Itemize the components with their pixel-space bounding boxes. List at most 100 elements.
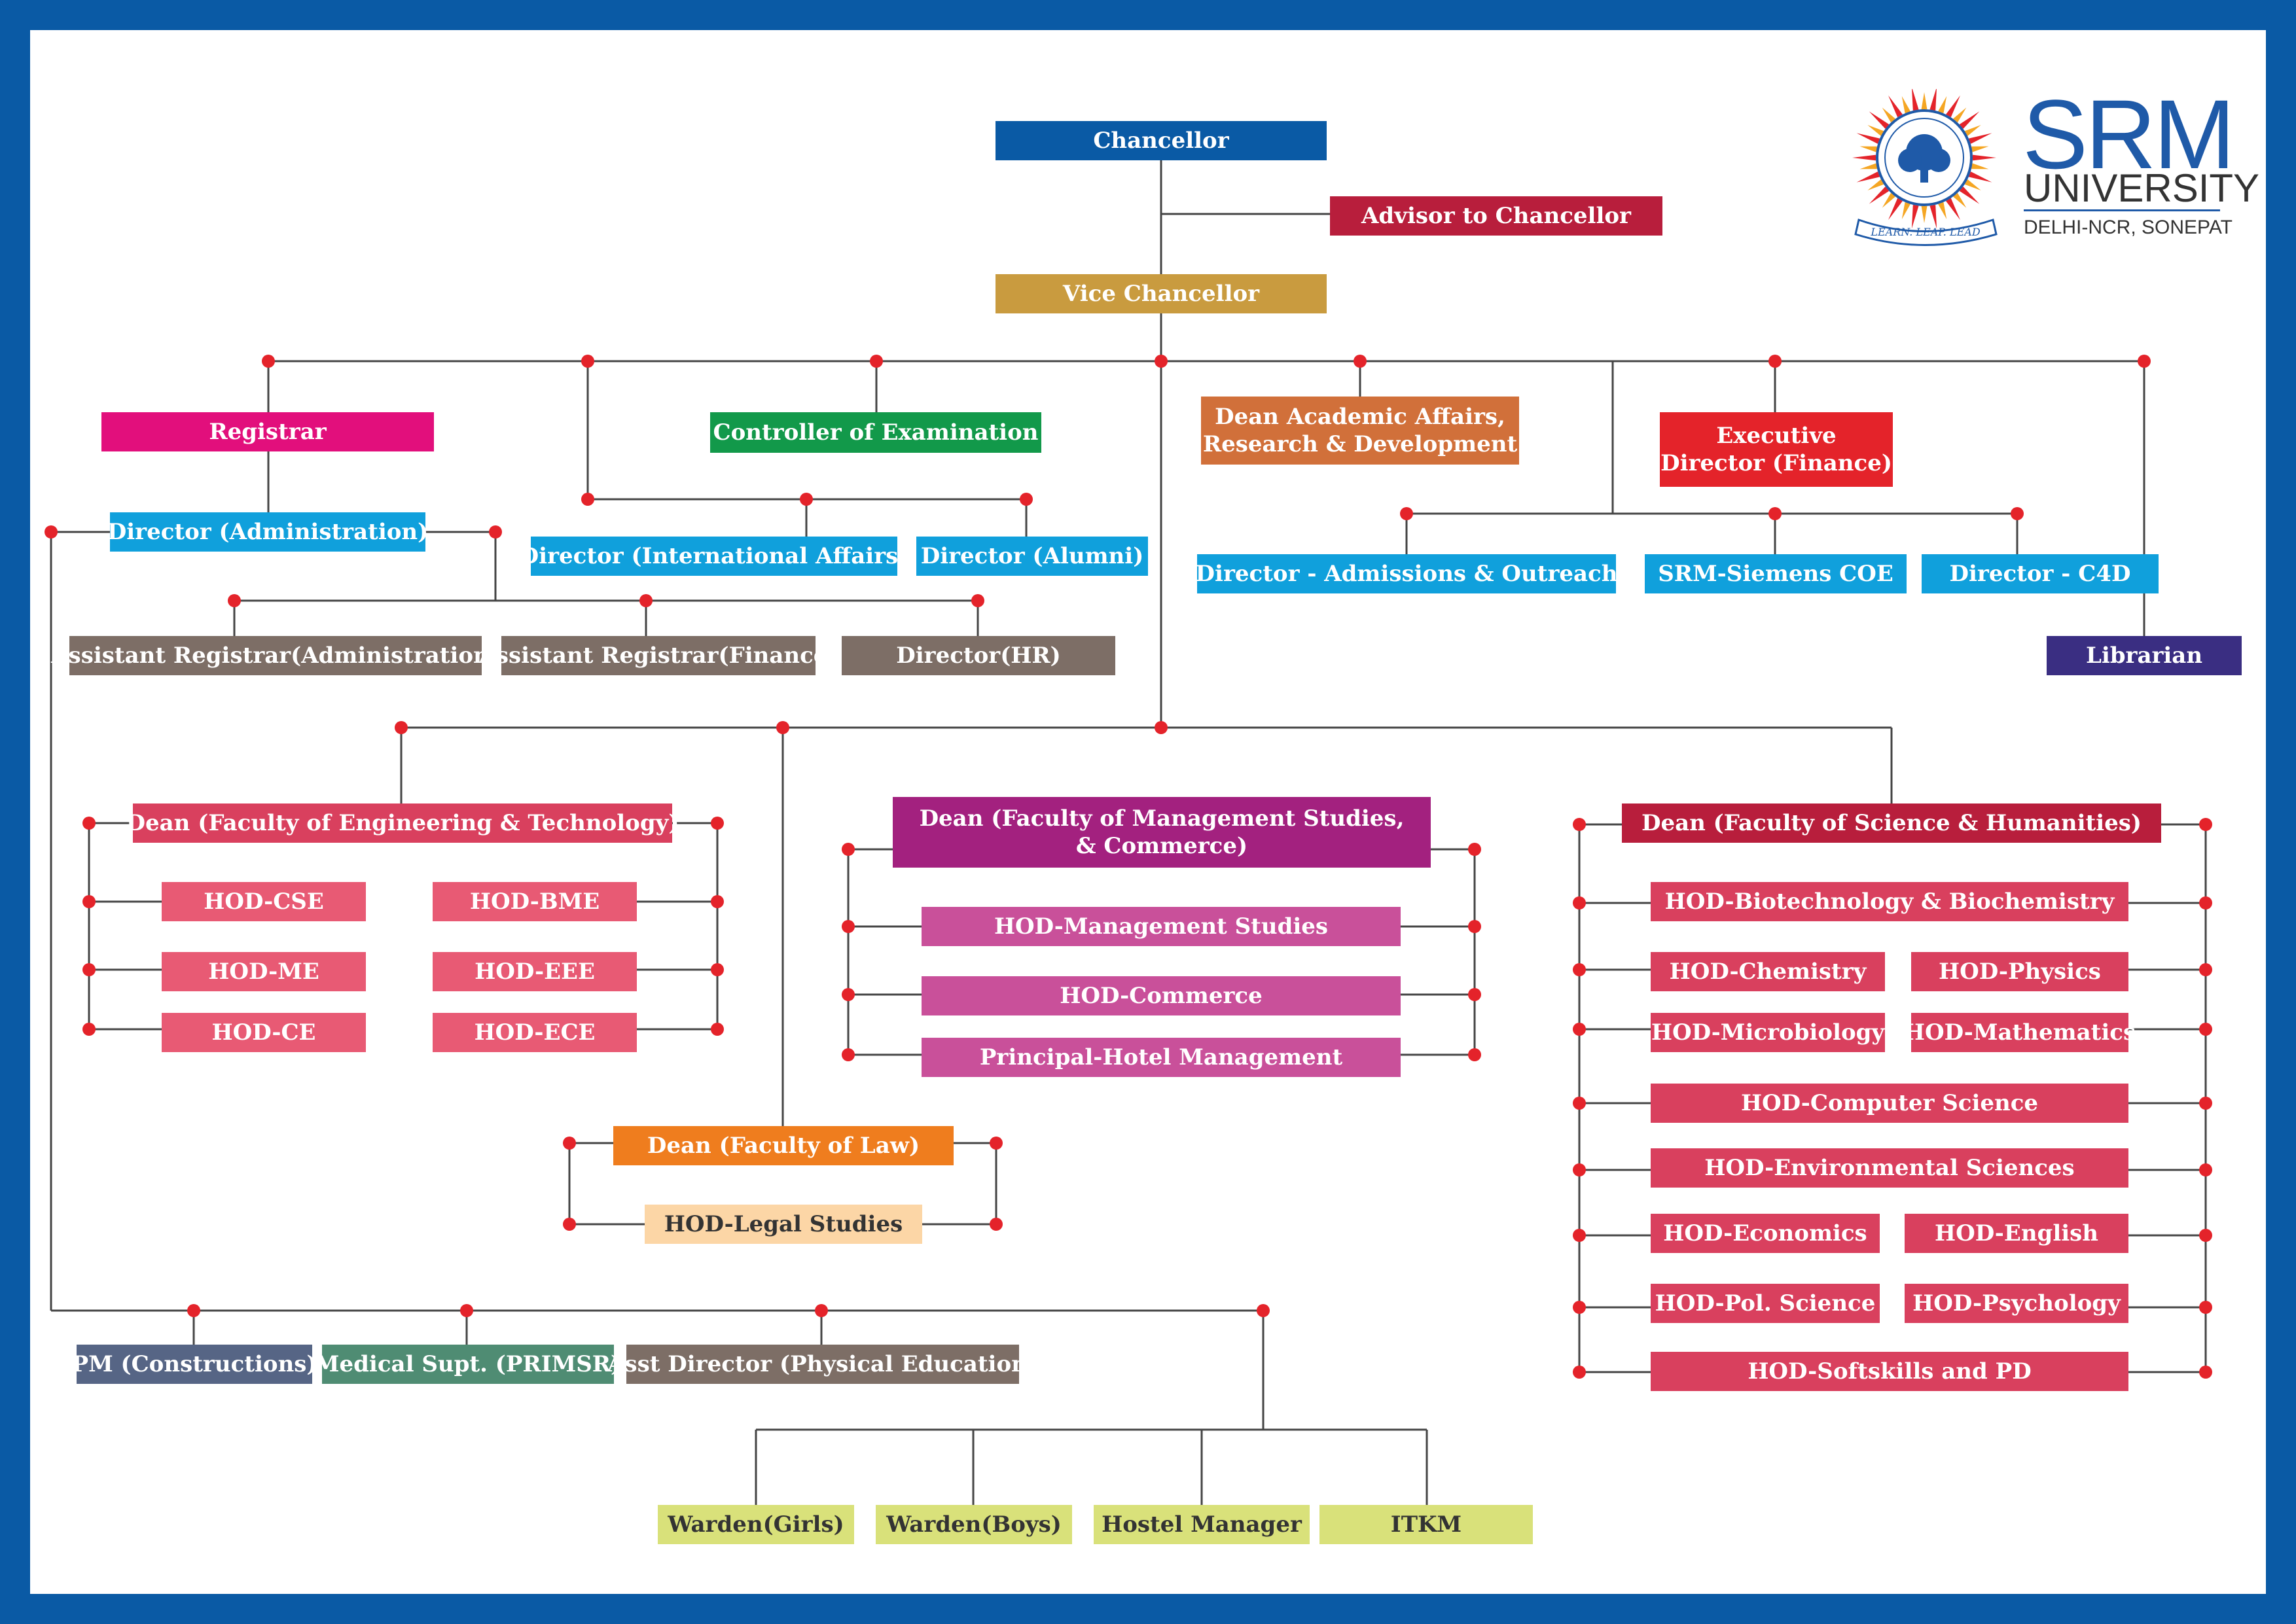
director-hr-box: Director(HR) xyxy=(842,636,1115,675)
sun-ray xyxy=(1888,95,1903,118)
warden-boys-box: Warden(Boys) xyxy=(876,1505,1072,1544)
connector-node xyxy=(842,988,855,1001)
sun-ray xyxy=(1869,186,1890,204)
sun-ray xyxy=(1869,111,1890,129)
connector-node xyxy=(1155,721,1168,734)
asst-director-physical-education-box: Asst Director (Physical Education) xyxy=(607,1345,1038,1384)
sun-ray xyxy=(1859,146,1878,152)
logo-location-text: DELHI-NCR, SONEPAT xyxy=(2024,217,2233,238)
connector-node xyxy=(2199,896,2212,909)
medical-supt-box: Medical Supt. (PRIMSR) xyxy=(315,1345,621,1384)
connector-node xyxy=(842,843,855,856)
hod-me-box: HOD-ME xyxy=(162,952,366,991)
connector-node xyxy=(815,1304,828,1317)
sun-ray xyxy=(1882,192,1895,208)
sun-ray xyxy=(1959,186,1980,204)
connector-node xyxy=(2199,1023,2212,1036)
sun-ray xyxy=(1959,111,1980,129)
hod-computer-science-box: HOD-Computer Science xyxy=(1651,1084,2128,1123)
executive-director-finance-line1: Executive xyxy=(1716,422,1837,449)
connector-node xyxy=(990,1218,1003,1231)
hod-economics-box: HOD-Economics xyxy=(1651,1214,1880,1253)
connector-node xyxy=(1020,493,1033,506)
dean-management-line2: & Commerce) xyxy=(1075,833,1248,859)
dean-law-box: Dean (Faculty of Law) xyxy=(613,1126,954,1165)
dean-management-box: Dean (Faculty of Management Studies, & C… xyxy=(893,797,1431,868)
sun-ray xyxy=(1964,179,1981,190)
registrar-box: Registrar xyxy=(101,412,434,451)
connector-node xyxy=(800,493,813,506)
connector-node xyxy=(1573,963,1586,976)
sun-ray xyxy=(1852,154,1876,161)
connector-node xyxy=(1573,1229,1586,1242)
connector-node xyxy=(2199,1163,2212,1176)
connector-node xyxy=(1468,988,1481,1001)
dean-academic-affairs-line2: Research & Development xyxy=(1202,431,1518,457)
connector-node xyxy=(2011,507,2024,520)
logo-university-text: UNIVERSITY xyxy=(2024,166,2260,210)
sun-ray xyxy=(1971,163,1989,169)
hod-cse-box: HOD-CSE xyxy=(162,882,366,921)
connector-node xyxy=(711,895,724,908)
connector-node xyxy=(2199,1366,2212,1379)
hod-softskills-box: HOD-Softskills and PD xyxy=(1651,1352,2128,1391)
advisor-to-chancellor-box: Advisor to Chancellor xyxy=(1330,196,1662,236)
connector-node xyxy=(711,1023,724,1036)
connector-node xyxy=(639,594,653,607)
connector-node xyxy=(563,1218,576,1231)
logo-divider xyxy=(2024,209,2220,211)
sun-ray xyxy=(1964,125,1981,136)
connector-node xyxy=(1768,355,1782,368)
hod-ce-box: HOD-CE xyxy=(162,1013,366,1052)
sun-ray xyxy=(1901,202,1910,219)
logo-motto: LEARN. LEAP. LEAD xyxy=(1870,226,1980,238)
hod-psychology-box: HOD-Psychology xyxy=(1905,1284,2128,1323)
connector-node xyxy=(1573,1163,1586,1176)
connector-node xyxy=(1155,355,1168,368)
sun-ray xyxy=(1856,171,1880,183)
srm-siemens-coe-box: SRM-Siemens COE xyxy=(1645,554,1907,593)
sun-ray xyxy=(1867,125,1884,136)
connector-node xyxy=(1468,920,1481,933)
connector-node xyxy=(2199,963,2212,976)
sun-ray xyxy=(1971,146,1989,152)
connector-node xyxy=(2199,1097,2212,1110)
sun-ray xyxy=(1859,163,1878,169)
logo-brand-text: SRM xyxy=(2022,79,2235,189)
connector-node xyxy=(2199,818,2212,831)
connector-node xyxy=(1573,1366,1586,1379)
assistant-registrar-finance-box: Assistant Registrar(Finance) xyxy=(478,636,838,675)
assistant-registrar-administration-box: Assistant Registrar(Administration) xyxy=(51,636,500,675)
dean-science-box: Dean (Faculty of Science & Humanities) xyxy=(1622,803,2161,843)
sun-ray xyxy=(1938,96,1947,114)
hod-environmental-sciences-box: HOD-Environmental Sciences xyxy=(1651,1148,2128,1188)
hod-ece-box: HOD-ECE xyxy=(433,1013,637,1052)
dean-management-line1: Dean (Faculty of Management Studies, xyxy=(919,805,1405,832)
connector-node xyxy=(228,594,241,607)
connector-node xyxy=(82,963,96,976)
connector-node xyxy=(870,355,883,368)
connector-node xyxy=(711,817,724,830)
hod-chemistry-box: HOD-Chemistry xyxy=(1651,952,1885,991)
connector-node xyxy=(563,1137,576,1150)
director-administration-box: Director (Administration) xyxy=(107,512,428,552)
sun-ray xyxy=(1911,204,1919,229)
executive-director-finance-box: Executive Director (Finance) xyxy=(1660,412,1893,487)
dean-academic-affairs-line1: Dean Academic Affairs, xyxy=(1215,403,1505,430)
connector-node xyxy=(1573,818,1586,831)
pm-constructions-box: PM (Constructions) xyxy=(72,1345,317,1384)
hod-microbiology-box: HOD-Microbiology xyxy=(1651,1013,1885,1052)
connector-node xyxy=(1400,507,1413,520)
hod-eee-box: HOD-EEE xyxy=(433,952,637,991)
connector-node xyxy=(2138,355,2151,368)
director-international-affairs-box: Director (International Affairs) xyxy=(520,537,908,576)
connector-node xyxy=(842,1048,855,1061)
dean-academic-affairs-box: Dean Academic Affairs, Research & Develo… xyxy=(1201,397,1519,465)
connector-node xyxy=(1573,1301,1586,1314)
hod-commerce-box: HOD-Commerce xyxy=(922,976,1401,1015)
connector-node xyxy=(842,920,855,933)
hod-bme-box: HOD-BME xyxy=(433,882,637,921)
sun-ray xyxy=(1972,154,1996,161)
